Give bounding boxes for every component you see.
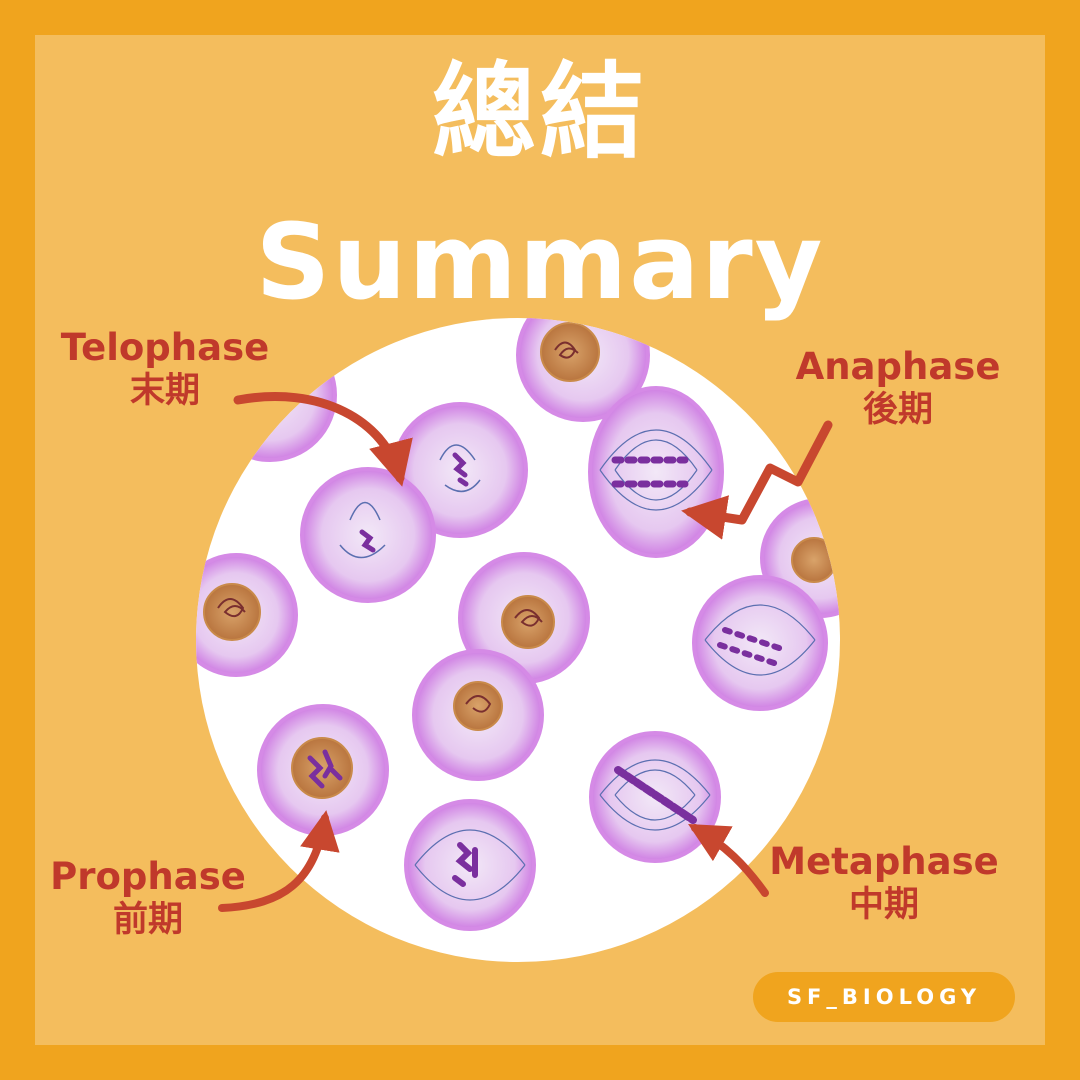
label-metaphase-zh: 中期: [848, 885, 919, 925]
title-chinese: 總結: [431, 51, 648, 173]
title-english: Summary: [255, 201, 825, 323]
label-metaphase: Metaphase 中期: [760, 840, 1008, 926]
cell-telophase: [300, 402, 528, 603]
cell-interphase-left: [196, 553, 298, 677]
label-telophase-en: Telophase: [60, 326, 270, 369]
label-anaphase-en: Anaphase: [795, 345, 1001, 388]
label-metaphase-en: Metaphase: [769, 840, 999, 883]
label-prophase-en: Prophase: [50, 855, 246, 898]
cell-metaphase-right: [692, 575, 828, 711]
telophase-arrow: [233, 392, 413, 487]
cell-interphase-center: [458, 552, 590, 684]
label-telophase: Telophase 末期: [50, 326, 280, 412]
label-anaphase-zh: 後期: [862, 390, 933, 430]
brand-badge: SF_BIOLOGY: [753, 972, 1015, 1022]
cell-prophase: [257, 704, 389, 836]
prophase-arrow: [218, 810, 340, 912]
label-prophase-zh: 前期: [112, 900, 183, 940]
metaphase-arrow: [688, 824, 769, 897]
anaphase-arrow: [681, 420, 833, 540]
label-telophase-zh: 末期: [129, 371, 200, 411]
cell-anaphase: [588, 386, 724, 558]
cell-interphase-lower-center: [412, 649, 544, 781]
cell-metaphase: [589, 731, 721, 863]
label-prophase: Prophase 前期: [42, 855, 254, 941]
label-anaphase: Anaphase 後期: [788, 345, 1008, 431]
cell-bottom: [404, 799, 536, 931]
